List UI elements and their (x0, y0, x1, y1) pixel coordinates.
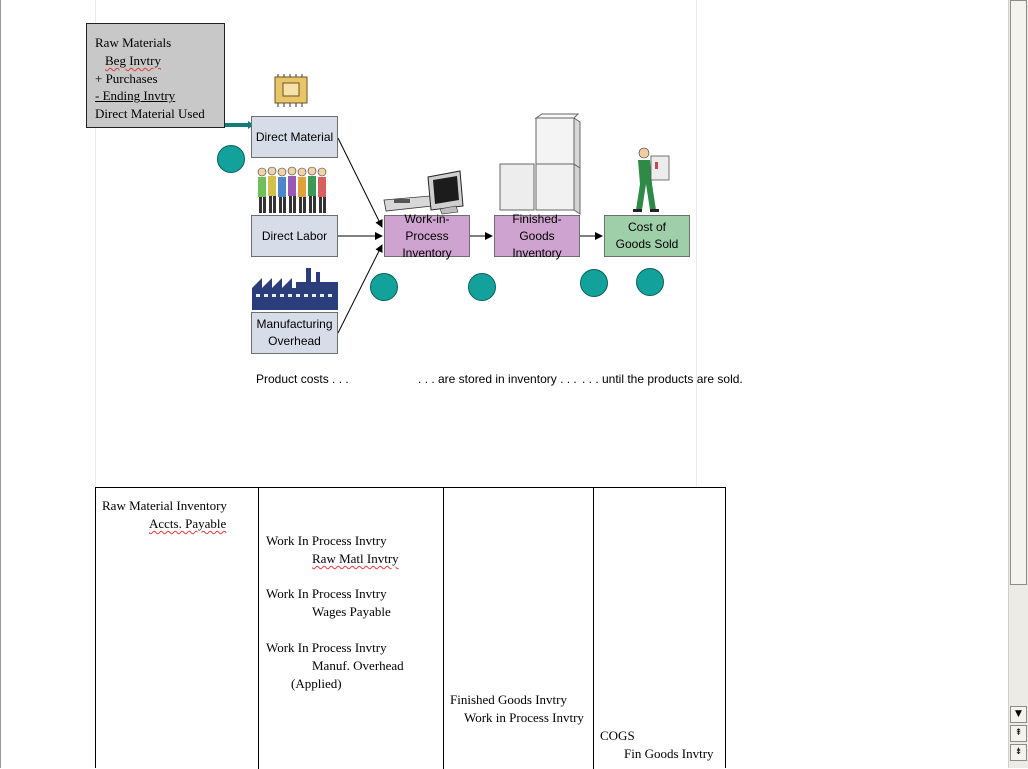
wip-dl-credit: Wages Payable (312, 604, 391, 619)
cogs-box: Cost of Goods Sold (604, 215, 690, 257)
next-page-icon[interactable]: ⇟ (1010, 744, 1027, 761)
ending-inventory-label: - Ending Invtry (95, 88, 176, 104)
wip-dm-debit: Work In Process Invtry (266, 533, 387, 548)
journal-entries-table: Raw Material Inventory Accts. Payable Wo… (95, 487, 726, 769)
marker-circle-5 (636, 268, 664, 296)
cogs-label-line2: Goods Sold (615, 237, 679, 251)
journal-column-completion: Finished Goods Invtry Work in Process In… (443, 488, 593, 769)
wip-label-line2: Inventory (402, 245, 452, 260)
cogs-label-line1: Cost of (627, 220, 666, 234)
cogs-credit: Fin Goods Invtry (624, 746, 714, 761)
caption-until-sold: . . . until the products are sold. (582, 372, 743, 386)
manufacturing-overhead-label-line2: Overhead (268, 334, 321, 348)
direct-labor-label: Direct Labor (261, 228, 328, 243)
scroll-down-arrow-icon[interactable]: ▼ (1010, 706, 1027, 723)
dm-to-wip-arrow (337, 137, 383, 228)
purchases-label: + Purchases (95, 70, 158, 86)
diagram-graphics (225, 74, 670, 334)
caption-stored-in-inventory: . . . are stored in inventory . . . (418, 372, 577, 386)
finished-goods-box: Finished-Goods Inventory (494, 212, 580, 260)
wip-moh-applied-note: (Applied) (291, 676, 342, 691)
product-cost-flow-diagram: Raw Materials Beg Invtry + Purchases - E… (86, 23, 743, 386)
marker-circle-1 (217, 145, 245, 173)
page-edge (0, 0, 1, 768)
marker-circle-3 (468, 273, 496, 301)
computer-icon (383, 170, 464, 215)
margin-guide-right (696, 0, 697, 487)
finished-goods-label-line2: Inventory (512, 245, 562, 260)
direct-material-box: Direct Material (251, 116, 338, 158)
purchase-debit: Raw Material Inventory (102, 498, 227, 513)
wip-moh-credit: Manuf. Overhead (312, 658, 404, 673)
margin-guide-left (95, 0, 96, 487)
previous-page-icon[interactable]: ⇞ (1010, 725, 1027, 742)
moh-to-wip-arrow (337, 244, 383, 334)
chip-icon (274, 74, 308, 107)
wip-label-line1: Work-in-Process (404, 211, 450, 243)
raw-materials-box: Raw Materials Beg Invtry + Purchases - E… (86, 23, 225, 128)
purchase-credit: Accts. Payable (149, 516, 227, 531)
cogs-debit: COGS (600, 728, 635, 743)
worker-carrying-box-icon (633, 147, 670, 212)
manufacturing-overhead-box: Manufacturing Overhead (251, 312, 338, 354)
direct-labor-box: Direct Labor (251, 215, 338, 257)
marker-circle-4 (580, 269, 608, 297)
caption-product-costs: Product costs . . . (256, 372, 349, 386)
scrollbar-thumb[interactable] (1010, 0, 1027, 585)
wip-moh-debit: Work In Process Invtry (266, 640, 387, 655)
wip-dm-credit: Raw Matl Invtry (312, 551, 399, 566)
wip-dl-debit: Work In Process Invtry (266, 586, 387, 601)
manufacturing-overhead-label-line1: Manufacturing (256, 317, 333, 331)
direct-material-used-label: Direct Material Used (95, 106, 205, 122)
factory-icon (252, 268, 338, 310)
direct-material-label: Direct Material (255, 129, 334, 144)
boxes-icon (499, 113, 581, 215)
beg-inventory-label: Beg Invtry (105, 52, 161, 68)
journal-column-production: Work In Process Invtry Raw Matl Invtry W… (258, 488, 443, 769)
vertical-scrollbar[interactable]: ▼ ⇞ ⇟ (1008, 0, 1028, 768)
journal-column-purchase: Raw Material Inventory Accts. Payable (96, 488, 258, 769)
finished-goods-label-line1: Finished-Goods (512, 211, 562, 243)
fg-debit: Finished Goods Invtry (450, 692, 567, 707)
marker-circle-2 (370, 273, 398, 301)
fg-credit: Work in Process Invtry (464, 710, 584, 725)
journal-column-sale: COGS Fin Goods Invtry (593, 488, 725, 769)
raw-materials-title: Raw Materials (95, 35, 172, 50)
wip-inventory-box: Work-in-Process Inventory (384, 212, 470, 260)
workers-icon (256, 166, 330, 214)
